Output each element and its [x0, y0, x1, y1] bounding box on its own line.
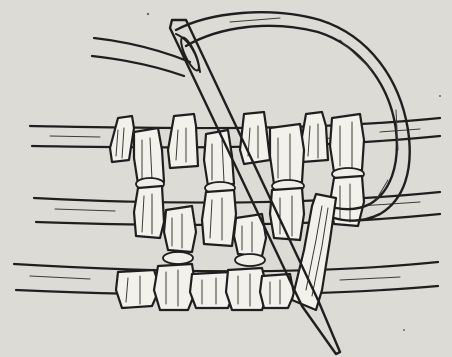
tie: [163, 252, 193, 264]
bundle: [134, 128, 164, 184]
bundle: [330, 114, 364, 172]
bundle: [168, 114, 198, 168]
tie: [235, 254, 265, 266]
bundle: [204, 130, 234, 186]
bundle: [270, 124, 304, 184]
bundle: [202, 190, 236, 246]
bundle: [164, 206, 196, 252]
bundle: [134, 186, 164, 238]
bundle: [240, 112, 270, 164]
